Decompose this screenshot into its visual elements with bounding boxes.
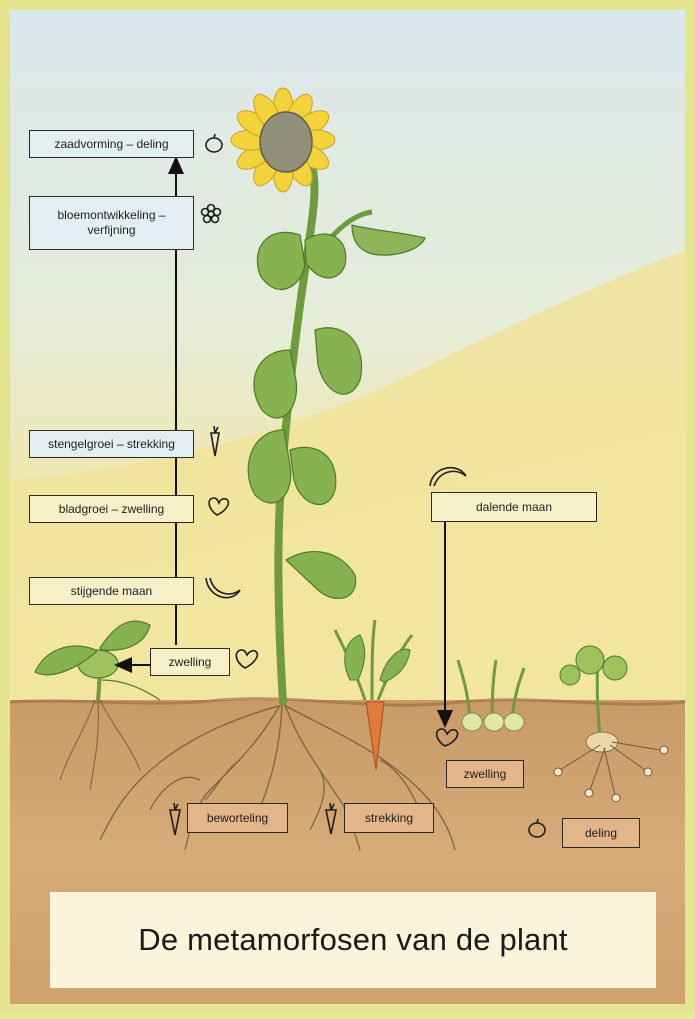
page-border [0,0,695,1014]
illustration-stage: zaadvorming – deling bloemontwikkeling –… [0,0,695,1014]
